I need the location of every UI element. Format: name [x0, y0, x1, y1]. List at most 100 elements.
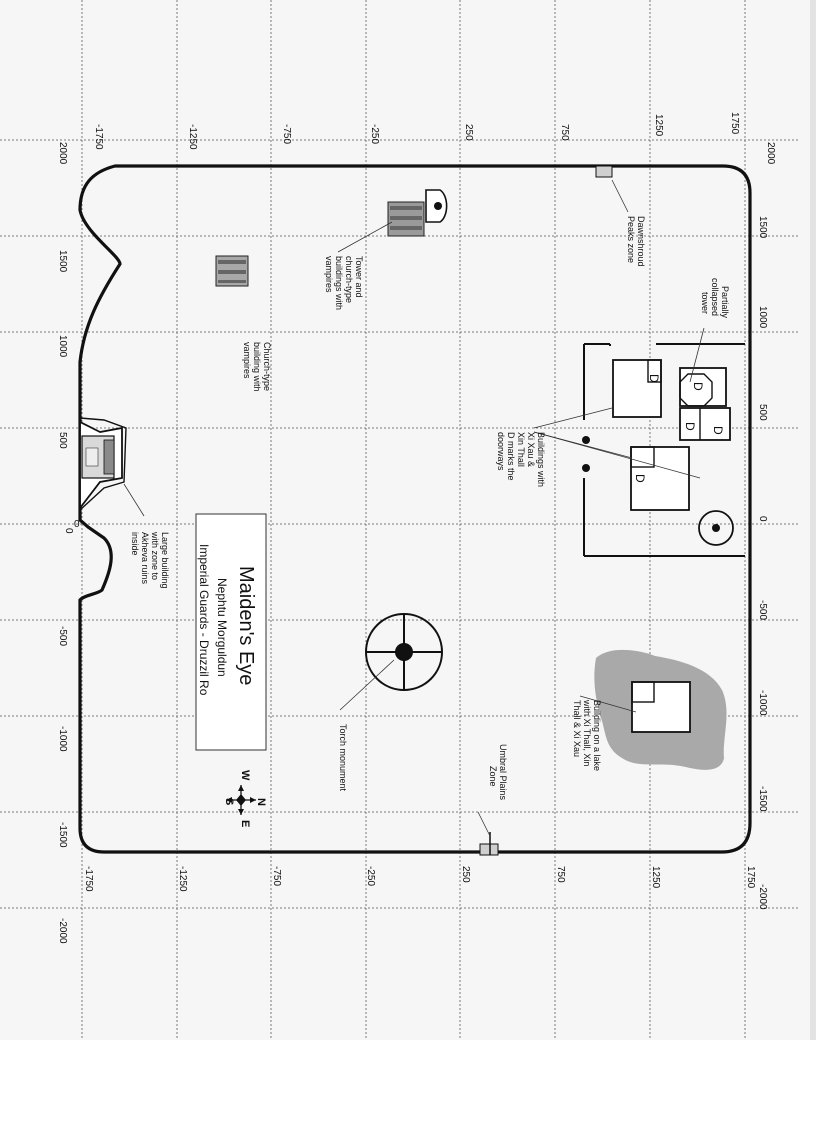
x-tick-label: 750: [555, 866, 566, 883]
label-line: Thall & Xi Xau: [572, 700, 582, 757]
label-line: inside: [130, 532, 140, 556]
x-tick-label: -1750: [83, 866, 94, 892]
door-marker: D: [647, 374, 661, 383]
church-vampires: [215, 255, 249, 287]
y-tick-label: 1500: [57, 250, 68, 273]
x-tick-label: -1250: [187, 124, 198, 150]
door-marker: D: [711, 426, 725, 435]
label-line: building with: [252, 342, 262, 392]
y-tick-label: -2000: [757, 884, 768, 910]
x-tick-label: 750: [559, 124, 570, 141]
y-tick-label: 500: [57, 432, 68, 449]
label-line: church-type: [344, 256, 354, 303]
lake-building: [631, 681, 691, 733]
annotation-umbral: Umbral Plains Zone: [488, 744, 508, 801]
annotation-tower-church: Tower and church-type buildings with vam…: [324, 256, 364, 310]
door-marker: D: [683, 422, 697, 431]
annotation-torch: Torch monument: [338, 724, 348, 792]
label-line: Partially: [720, 286, 730, 319]
x-tick-label: -750: [271, 866, 282, 886]
dawnshroud-zone-marker: [595, 165, 613, 178]
label-line: Umbral Plains: [498, 744, 508, 801]
scan-bottom-margin: [0, 1040, 816, 1123]
y-tick-label: -1500: [757, 786, 768, 812]
origin-marker: 0: [74, 519, 80, 530]
y-tick-label: 500: [757, 404, 768, 421]
grid: [0, 0, 800, 1040]
x-tick-label: -1750: [93, 124, 104, 150]
label-line: Church-type: [262, 342, 272, 391]
map-title: Maiden's Eye: [235, 566, 257, 685]
label-line: with zone to: [150, 531, 160, 580]
y-tick-label: 1000: [57, 335, 68, 358]
compass-n: N: [255, 798, 267, 806]
map-author: Nephtu Morguldun: [215, 578, 229, 677]
x-tick-labels-top: -1750 -1250 -750 -250 250 750 1250 1750: [93, 112, 740, 150]
label-line: Dawnshroud: [636, 216, 646, 267]
x-tick-labels-bottom: -1750 -1250 -750 -250 250 750 1250 1750: [83, 866, 756, 892]
x-tick-label: 1750: [745, 866, 756, 889]
y-tick-label: -500: [57, 626, 68, 646]
door-marker: D: [633, 474, 647, 483]
label-line: Buildings with: [536, 432, 546, 487]
map-guild: Imperial Guards - Druzzil Ro: [197, 544, 211, 696]
large-building-akheva: [79, 417, 127, 512]
y-tick-label: -1500: [57, 822, 68, 848]
y-tick-label: 2000: [765, 142, 776, 165]
label-line: vampires: [324, 256, 334, 293]
annotation-dawnshroud: Dawnshroud Peaks zone: [626, 216, 646, 267]
label-line: Large building: [160, 532, 170, 589]
compass-e: E: [239, 820, 251, 827]
y-tick-label: -2000: [57, 918, 68, 944]
y-tick-label: 0: [63, 528, 74, 534]
label-line: vampires: [242, 342, 252, 379]
door-marker: D: [691, 382, 705, 391]
label-line: doorways: [496, 432, 506, 471]
annotation-large-building: Large building with zone to Akheva ruins…: [130, 531, 170, 589]
annotation-buildings-xi: Buildings with Xi Xau & Xin Thall D mark…: [496, 432, 546, 487]
x-tick-label: -250: [369, 124, 380, 144]
annotation-lake-building: Building on a lake with Xi Thall, Xin Th…: [572, 699, 602, 771]
zone-boundary: [78, 164, 752, 854]
y-tick-label: -1000: [57, 726, 68, 752]
east-compound: [582, 343, 745, 557]
label-line: D marks the: [506, 432, 516, 481]
x-tick-label: -250: [365, 866, 376, 886]
x-tick-label: -750: [281, 124, 292, 144]
y-tick-label: 0: [757, 516, 768, 522]
y-tick-labels-left: 2000 1500 1000 500 0 -500 -1000 -1500 -2…: [57, 142, 74, 944]
x-tick-label: 250: [463, 124, 474, 141]
y-tick-label: -500: [757, 600, 768, 620]
y-tick-labels-right: 2000 1500 1000 500 0 -500 -1000 -1500 -2…: [757, 142, 776, 910]
umbral-zone-marker: [479, 832, 499, 856]
y-tick-label: -1000: [757, 690, 768, 716]
x-tick-label: 1750: [729, 112, 740, 135]
x-tick-label: 250: [460, 866, 471, 883]
leader-lines: [123, 179, 705, 837]
x-tick-label: 1250: [653, 114, 664, 137]
label-line: tower: [700, 292, 710, 314]
label-line: Torch monument: [338, 724, 348, 792]
label-line: with Xi Thall, Xin: [582, 699, 592, 766]
label-line: Zone: [488, 766, 498, 787]
tower-church-vampires: [387, 189, 448, 237]
y-tick-label: 1000: [757, 306, 768, 329]
label-line: Xin Thall: [516, 432, 526, 467]
annotation-collapsed-tower: Partially collapsed tower: [700, 278, 730, 319]
scan-edge: [810, 0, 816, 1060]
label-line: Akheva ruins: [140, 532, 150, 585]
y-tick-label: 1500: [757, 216, 768, 239]
label-line: Xi Xau &: [526, 432, 536, 467]
compass-s: S: [223, 798, 235, 805]
compass-rose: N S E W: [223, 770, 267, 827]
title-box: Maiden's Eye Nephtu Morguldun Imperial G…: [195, 513, 267, 751]
label-line: buildings with: [334, 256, 344, 310]
compass-w: W: [239, 770, 251, 781]
label-line: collapsed: [710, 278, 720, 316]
torch-monument: [365, 613, 443, 691]
label-line: Building on a lake: [592, 700, 602, 771]
label-line: Peaks zone: [626, 216, 636, 263]
label-line: Tower and: [354, 256, 364, 298]
